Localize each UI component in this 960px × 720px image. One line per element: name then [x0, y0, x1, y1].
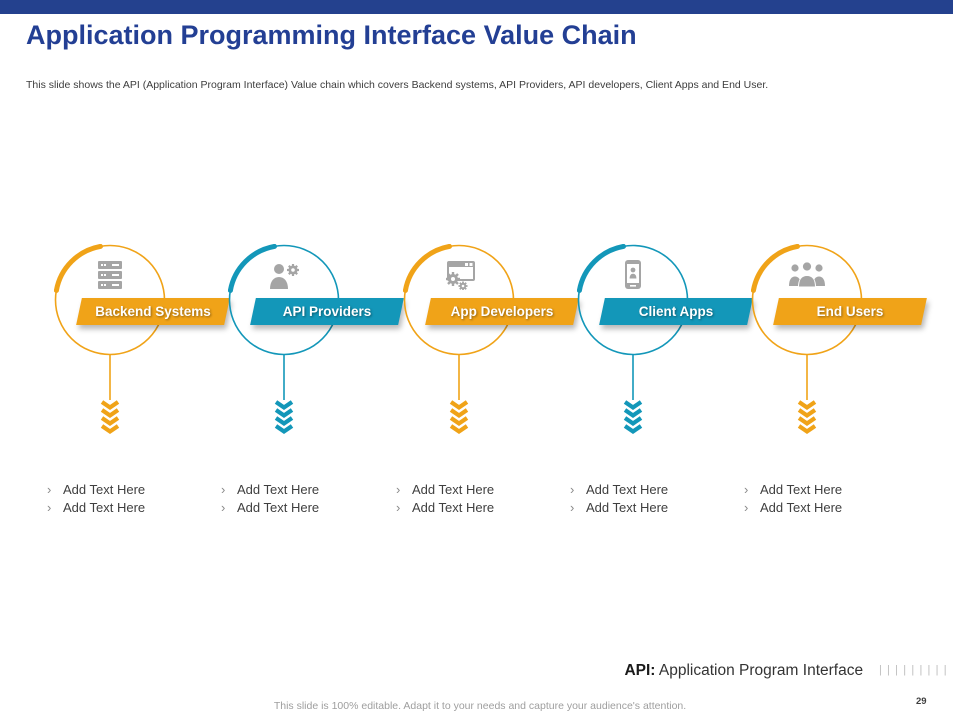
stage-api-providers: API Providers ›Add Text Here ›Add Text H… — [197, 244, 404, 529]
stage-client-apps: Client Apps ›Add Text Here ›Add Text Her… — [546, 244, 753, 529]
down-arrow-connector — [797, 354, 817, 435]
bullet-list: › Add Text Here › Add Text Here — [744, 481, 842, 517]
list-item[interactable]: › Add Text Here — [221, 481, 319, 499]
chevron-bullet-icon: › — [396, 500, 401, 515]
bullet-text[interactable]: Add Text Here — [63, 500, 146, 515]
window-gears-icon — [446, 261, 475, 290]
person-gear-icon — [270, 264, 299, 289]
list-item[interactable]: › Add Text Here — [47, 499, 145, 517]
bullet-text[interactable]: Add Text Here — [760, 482, 843, 497]
tick-marks-decoration: ||||||||| — [877, 665, 950, 677]
slide-description: This slide shows the API (Application Pr… — [26, 79, 769, 91]
bullet-list: › Add Text Here › Add Text Here — [570, 481, 668, 517]
page-number: 29 — [916, 696, 927, 707]
smartphone-user-icon — [625, 260, 641, 289]
down-arrow-connector — [274, 354, 294, 435]
chevron-bullet-icon: › — [570, 500, 575, 515]
api-definition-text: API: Application Program Interface — [624, 662, 863, 680]
chevron-bullet-icon: › — [47, 500, 52, 515]
list-item[interactable]: › Add Text Here — [396, 481, 494, 499]
stage-banner: End Users — [773, 298, 927, 325]
chevron-bullet-icon: › — [47, 482, 52, 497]
chevron-bullet-icon: › — [570, 482, 575, 497]
list-item[interactable]: › Add Text Here — [570, 499, 668, 517]
stage-label: End Users — [816, 304, 884, 319]
chevron-bullet-icon: › — [744, 500, 749, 515]
stage-end-users: End Users › Add Text Here › Add Text Here — [720, 244, 927, 529]
bullet-text[interactable]: Add Text Here — [586, 500, 669, 515]
api-abbr: API: — [624, 662, 656, 679]
list-item[interactable]: › Add Text Here — [744, 499, 842, 517]
users-group-icon — [789, 261, 825, 288]
api-footnote: API: Application Program Interface |||||… — [624, 662, 950, 680]
chevron-bullet-icon: › — [221, 500, 226, 515]
page-title: Application Programming Interface Value … — [26, 20, 637, 50]
stage-app-developers: App Developers ›Add Text Here ›Add Text … — [372, 244, 579, 529]
bullet-text[interactable]: Add Text Here — [412, 482, 495, 497]
bullet-text[interactable]: Add Text Here — [237, 482, 320, 497]
footer-note: This slide is 100% editable. Adapt it to… — [273, 700, 687, 712]
server-stack-icon — [98, 261, 122, 289]
list-item[interactable]: › Add Text Here — [744, 481, 842, 499]
bullet-list: › Add Text Here › Add Text Here — [396, 481, 494, 517]
list-item[interactable]: › Add Text Here — [570, 481, 668, 499]
chevron-bullet-icon: › — [744, 482, 749, 497]
bullet-text[interactable]: Add Text Here — [237, 500, 320, 515]
bullet-text[interactable]: Add Text Here — [63, 482, 146, 497]
bullet-list: › Add Text Here › Add Text Here — [221, 481, 319, 517]
chevron-bullet-icon: › — [396, 482, 401, 497]
api-definition: Application Program Interface — [658, 662, 864, 679]
down-arrow-connector — [100, 354, 120, 435]
bullet-text[interactable]: Add Text Here — [760, 500, 843, 515]
down-arrow-connector — [449, 354, 469, 435]
down-arrow-connector — [623, 354, 643, 435]
top-accent-bar — [0, 0, 953, 14]
stage-backend-systems: Backend Systems ›Add Text Here ›Add Text… — [23, 244, 230, 529]
bullet-text[interactable]: Add Text Here — [586, 482, 669, 497]
bullet-text[interactable]: Add Text Here — [412, 500, 495, 515]
chevron-bullet-icon: › — [221, 482, 226, 497]
list-item[interactable]: › Add Text Here — [221, 499, 319, 517]
list-item[interactable]: › Add Text Here — [47, 481, 145, 499]
bullet-list: › Add Text Here › Add Text Here — [47, 481, 145, 517]
list-item[interactable]: › Add Text Here — [396, 499, 494, 517]
